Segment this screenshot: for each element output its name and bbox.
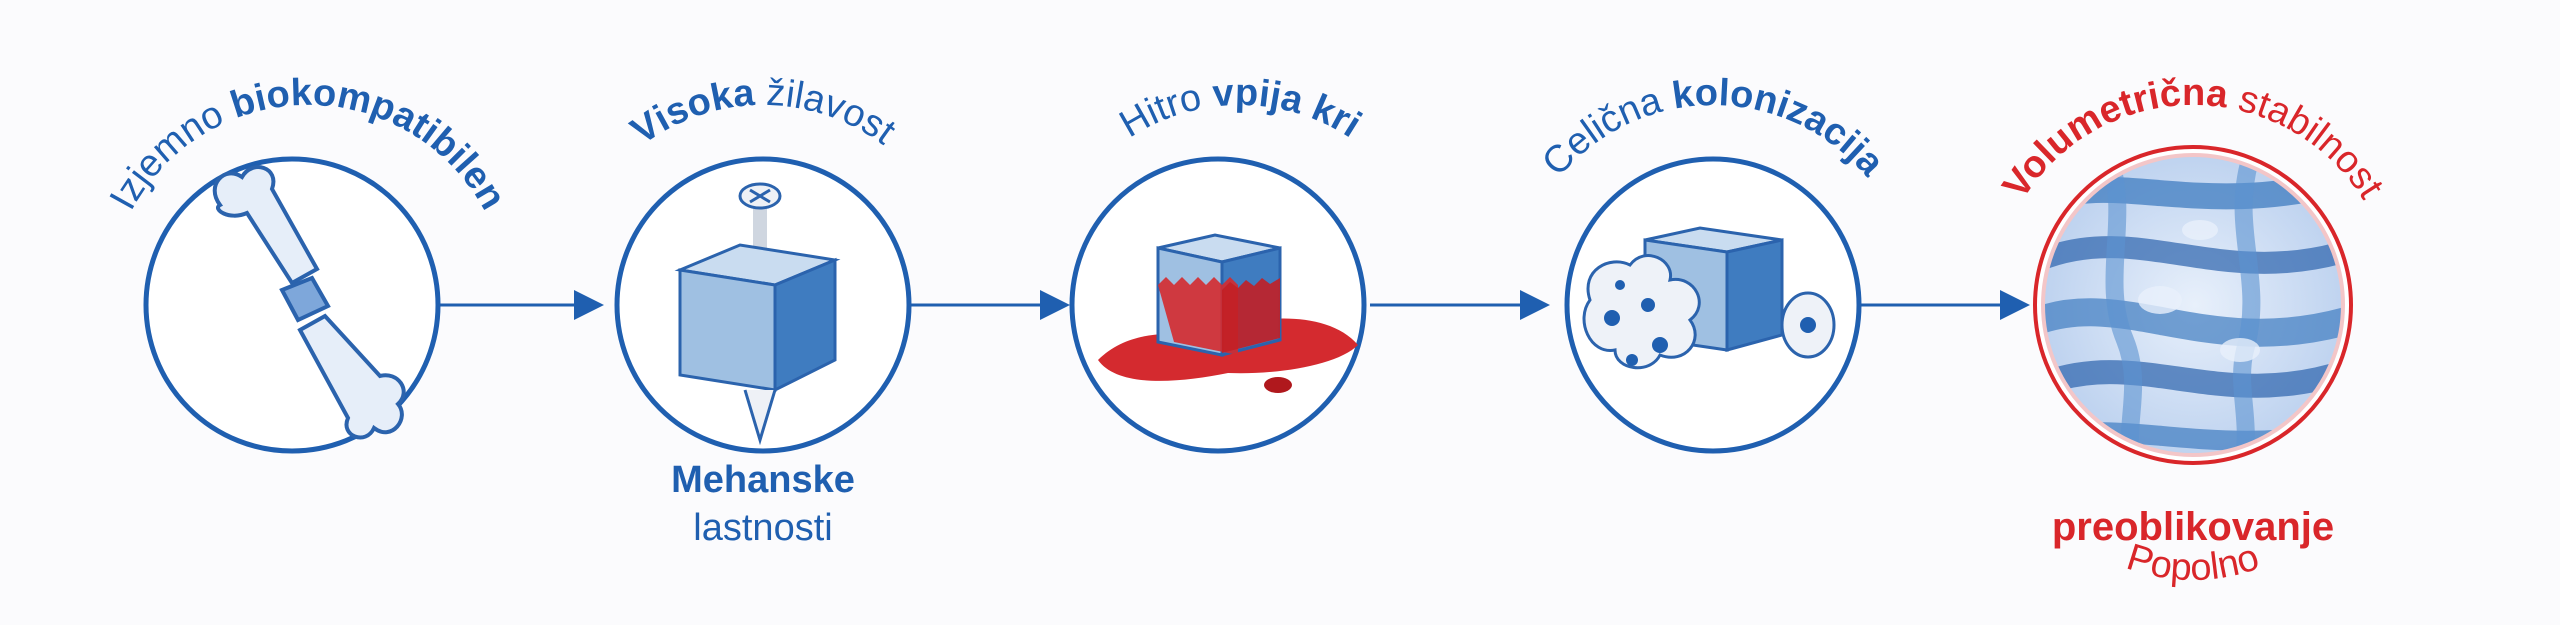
step-biocompatible: Izjemno biokompatibilen [102, 72, 514, 454]
step-toughness: Visoka žilavost Mehanske lastnosti [614, 72, 912, 549]
cube-with-nail-icon [674, 182, 841, 446]
bone-structure-icon [2043, 155, 2343, 455]
step-label-bottom-bold: Mehanske [671, 459, 855, 501]
step-circle-inner [2041, 153, 2345, 457]
bone-icon [212, 165, 406, 440]
step-cell-colonization: Celična kolonizacija [1534, 72, 1893, 454]
cube-with-cells-icon [1582, 226, 1836, 370]
cube-in-blood-icon [1098, 233, 1358, 393]
step-label-top: Visoka žilavost [624, 72, 904, 153]
step-label-top: Hitro vpija kri [1113, 72, 1368, 146]
step-label-bottom-bold: preoblikovanje [2052, 505, 2334, 549]
step-absorbs-blood: Hitro vpija kri [1069, 72, 1368, 454]
step-volumetric-stability: Volumetrična stabilnost Popolno preoblik… [1995, 72, 2392, 589]
step-label-bottom-light: lastnosti [693, 507, 832, 549]
